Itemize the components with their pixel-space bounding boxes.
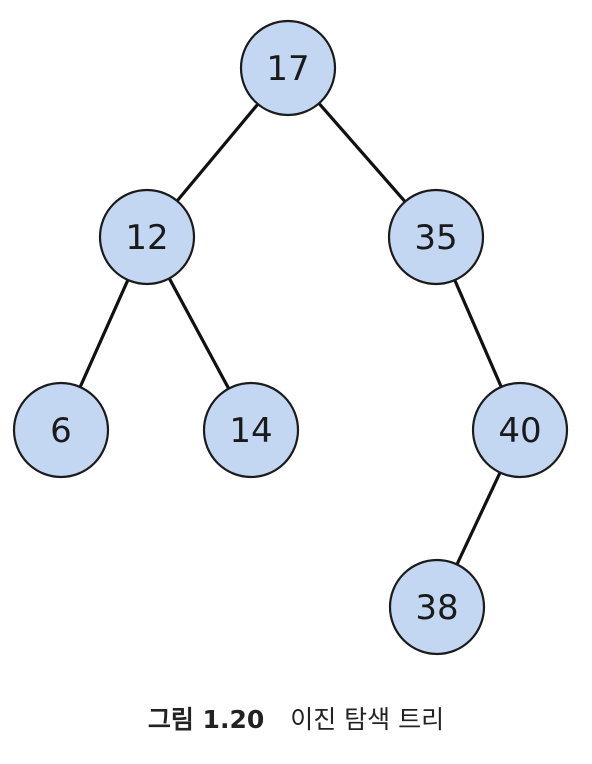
node-label: 6 bbox=[50, 411, 72, 451]
node-label: 35 bbox=[414, 218, 457, 258]
figure-caption: 그림 1.20 이진 탐색 트리 bbox=[0, 700, 592, 736]
tree-node-17: 17 bbox=[239, 19, 337, 117]
binary-search-tree-diagram: 17 12 35 6 14 40 38 bbox=[12, 19, 569, 656]
node-label: 12 bbox=[125, 218, 168, 258]
tree-edges bbox=[59, 66, 522, 608]
tree-node-6: 6 bbox=[12, 381, 110, 479]
node-circle bbox=[387, 188, 485, 286]
tree-node-12: 12 bbox=[98, 188, 196, 286]
node-circle bbox=[98, 188, 196, 286]
node-circle bbox=[239, 19, 337, 117]
node-circle bbox=[12, 381, 110, 479]
node-circle bbox=[471, 381, 569, 479]
node-circle bbox=[388, 558, 486, 656]
node-label: 40 bbox=[498, 411, 541, 451]
node-circle bbox=[202, 381, 300, 479]
figure-number: 그림 1.20 bbox=[147, 705, 265, 734]
node-label: 17 bbox=[266, 49, 309, 89]
tree-nodes: 17 12 35 6 14 40 38 bbox=[12, 19, 569, 656]
figure-title: 이진 탐색 트리 bbox=[290, 705, 445, 734]
tree-node-38: 38 bbox=[388, 558, 486, 656]
node-label: 14 bbox=[229, 411, 272, 451]
tree-node-14: 14 bbox=[202, 381, 300, 479]
tree-node-40: 40 bbox=[471, 381, 569, 479]
tree-node-35: 35 bbox=[387, 188, 485, 286]
node-label: 38 bbox=[415, 588, 458, 628]
